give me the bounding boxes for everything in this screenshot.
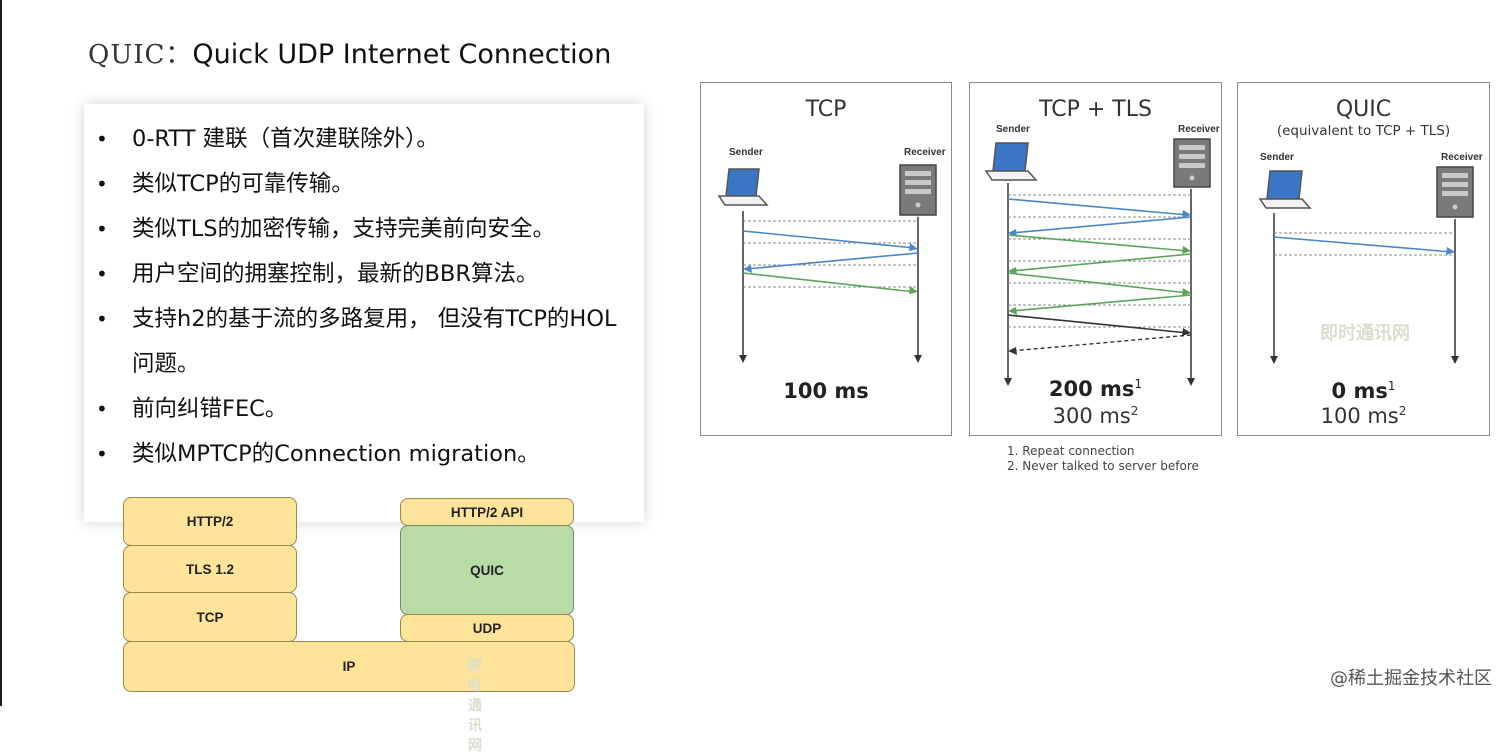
server-icon [1173, 138, 1211, 188]
layer-ip: IP [123, 641, 575, 692]
layer-udp: UDP [400, 614, 574, 642]
footnote-first-time: 2. Never talked to server before [1007, 459, 1199, 473]
feature-item: •类似TCP的可靠传输。 [96, 171, 354, 197]
feature-item: •支持h2的基于流的多路复用， 但没有TCP的HOL问题。 [96, 306, 617, 377]
panel-tcp: TCP Sender Receiver 100 ms [700, 82, 952, 436]
layer-http2: HTTP/2 [123, 497, 297, 546]
laptop-icon [717, 168, 769, 206]
handshake-diagram-tcp-tls [984, 138, 1211, 386]
title-main: Quick UDP Internet Connection [192, 39, 612, 70]
layer-http2-api: HTTP/2 API [400, 498, 574, 526]
feature-item: •类似MPTCP的Connection migration。 [96, 441, 540, 467]
server-icon [1436, 166, 1474, 218]
slide-title: QUIC：Quick UDP Internet Connection [88, 34, 611, 71]
latency-value-repeat: 0 ms1 [1331, 379, 1396, 403]
source-credit: @稀土掘金技术社区 [1330, 668, 1492, 689]
panel-tcp-tls: TCP + TLS Sender Receiver [969, 82, 1222, 436]
title-prefix: QUIC： [88, 40, 193, 70]
feature-item: •用户空间的拥塞控制，最新的BBR算法。 [96, 261, 539, 287]
feature-card: •0-RTT 建联（首次建联除外）。 •类似TCP的可靠传输。 •类似TLS的加… [84, 104, 644, 522]
receiver-label: Receiver [1441, 152, 1483, 163]
receiver-label: Receiver [1178, 124, 1220, 135]
footnote-repeat: 1. Repeat connection [1007, 444, 1135, 458]
feature-list: •0-RTT 建联（首次建联除外）。 •类似TCP的可靠传输。 •类似TLS的加… [84, 117, 632, 477]
left-edge-border [0, 0, 2, 706]
panel-quic: QUIC (equivalent to TCP + TLS) Sender Re… [1237, 82, 1490, 436]
handshake-diagram-tcp [717, 164, 937, 363]
server-icon [899, 164, 937, 216]
stack-watermark-logo: 即时通讯网 [468, 658, 482, 754]
latency-value-repeat: 200 ms1 [1048, 377, 1143, 401]
quic-watermark-logo: 即时通讯网 [1320, 323, 1410, 344]
handshake-diagram-quic [1258, 166, 1474, 364]
sender-label: Sender [1260, 152, 1294, 163]
layer-tls: TLS 1.2 [123, 545, 297, 593]
panel-title: QUIC [1335, 97, 1392, 122]
layer-quic: QUIC [400, 525, 574, 615]
panel-title: TCP + TLS [1039, 97, 1152, 122]
receiver-label: Receiver [904, 147, 946, 158]
latency-value-first: 100 ms2 [1320, 404, 1407, 428]
sender-label: Sender [996, 124, 1030, 135]
feature-item: •0-RTT 建联（首次建联除外）。 [96, 126, 439, 152]
feature-item: •类似TLS的加密传输，支持完美前向安全。 [96, 216, 556, 242]
feature-item: •前向纠错FEC。 [96, 396, 288, 422]
laptop-icon [984, 142, 1038, 181]
sender-label: Sender [729, 147, 763, 158]
layer-tcp: TCP [123, 592, 297, 642]
panel-title: TCP [805, 97, 847, 122]
laptop-icon [1258, 170, 1312, 209]
panel-subtitle: (equivalent to TCP + TLS) [1276, 123, 1451, 139]
latency-value: 100 ms [783, 379, 869, 403]
latency-value-first: 300 ms2 [1052, 404, 1139, 428]
